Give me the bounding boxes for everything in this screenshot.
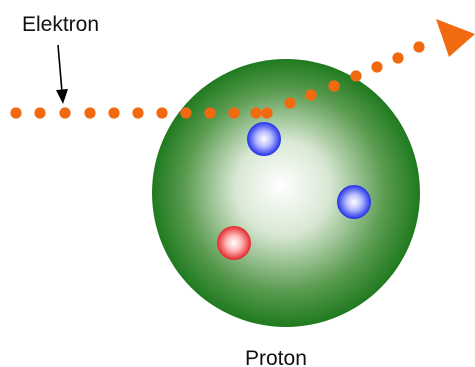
red-quark-icon (217, 226, 251, 260)
electron-dot (10, 107, 22, 119)
electron-dot (204, 107, 216, 119)
electron-dot (284, 97, 296, 109)
electron-dot (132, 107, 144, 119)
electron-trajectory (10, 41, 425, 119)
blue-quark-icon (337, 185, 371, 219)
electron-dot (305, 89, 317, 101)
electron-pointer-arrow (56, 44, 68, 104)
electron-dot (228, 107, 240, 119)
quarks (217, 122, 371, 260)
electron-dot (328, 80, 340, 92)
electron-dot (59, 107, 71, 119)
electron-dot (156, 107, 168, 119)
electron-direction-arrow-icon (436, 19, 475, 57)
electron-dot (413, 41, 425, 53)
proton-sphere (152, 59, 420, 327)
electron-dot (261, 107, 273, 119)
electron-dot (392, 52, 404, 64)
proton-label: Proton (245, 347, 307, 367)
electron-dot (34, 107, 46, 119)
electron-dot (371, 61, 383, 73)
electron-dot (84, 107, 96, 119)
electron-dot (108, 107, 120, 119)
electron-dot (180, 107, 192, 119)
electron-dot (250, 107, 262, 119)
electron-dot (350, 70, 362, 82)
blue-quark-icon (247, 122, 281, 156)
electron-label: Elektron (22, 13, 99, 36)
